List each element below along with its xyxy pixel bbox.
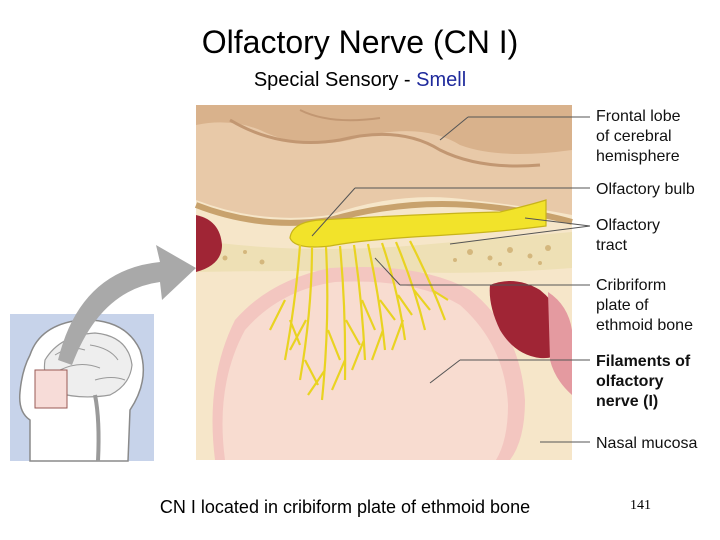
label-line: olfactory — [596, 373, 664, 390]
label-line: nerve (I) — [596, 393, 659, 410]
cross-section — [194, 105, 573, 460]
label-line: Filaments of — [596, 353, 691, 370]
label-line: of cerebral — [596, 128, 672, 145]
label-line: Frontal lobe — [596, 108, 681, 125]
label-line: tract — [596, 237, 628, 254]
label-line: ethmoid bone — [596, 317, 693, 334]
slide-title: Olfactory Nerve (CN I) — [201, 24, 519, 60]
label-line: Nasal mucosa — [596, 435, 698, 452]
label-line: hemisphere — [596, 148, 680, 165]
slide-caption: CN I located in cribiform plate of ethmo… — [159, 497, 531, 517]
label-filaments: Filaments of olfactory nerve (I) — [596, 352, 716, 412]
label-nasal-mucosa: Nasal mucosa — [596, 434, 716, 454]
leader-lines — [311, 116, 591, 443]
label-olfactory-tract: Olfactory tract — [596, 216, 716, 256]
subtitle-accent: Smell — [416, 69, 467, 91]
label-line: Olfactory bulb — [596, 181, 695, 198]
label-line: Olfactory — [596, 217, 661, 234]
pointer-arrow — [58, 245, 196, 365]
label-line: Cribriform — [596, 277, 667, 294]
page-number: 141 — [630, 498, 651, 513]
label-olfactory-bulb: Olfactory bulb — [596, 180, 716, 200]
label-cribriform-plate: Cribriform plate of ethmoid bone — [596, 276, 716, 336]
slide-subtitle: Special Sensory - Smell — [0, 68, 720, 92]
label-frontal-lobe: Frontal lobe of cerebral hemisphere — [596, 107, 716, 167]
subtitle-prefix: Special Sensory - — [253, 69, 417, 91]
label-line: plate of — [596, 297, 649, 314]
